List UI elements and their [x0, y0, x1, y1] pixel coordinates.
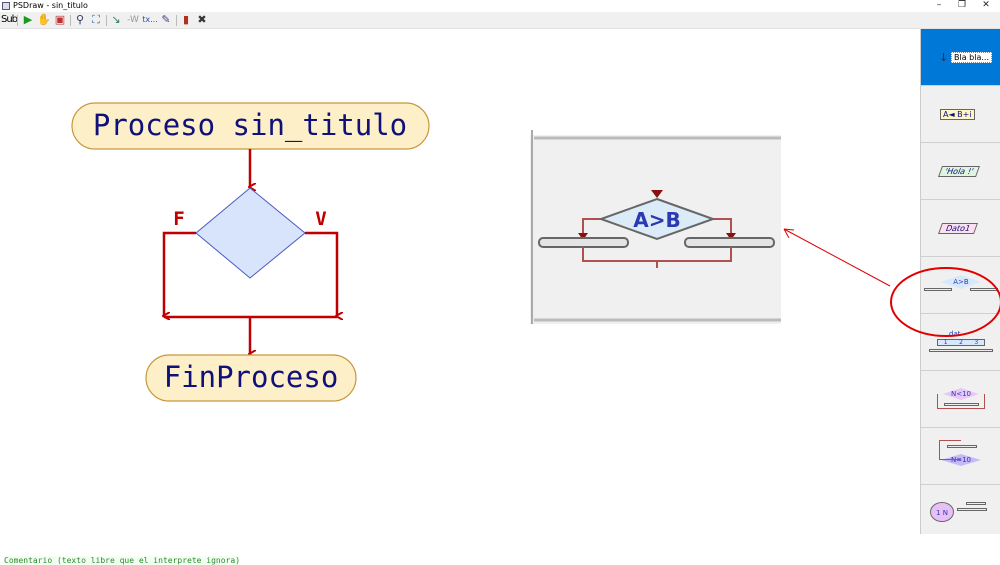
toolbar: Sub ▶ ✋ ▣ ⚲ ⛶ ↘ -W tx... ✎ ▮ ✖: [0, 12, 1000, 29]
false-branch-line: [164, 231, 196, 316]
window-title: PSDraw - sin_titulo: [13, 1, 88, 10]
true-label: V: [315, 208, 326, 230]
false-label: F: [173, 208, 184, 230]
true-branch-line: [305, 231, 337, 316]
maximize-button[interactable]: ❐: [957, 0, 967, 10]
diagram-canvas[interactable]: Proceso sin_titulo F V FinProceso A>B: [0, 29, 920, 565]
palette-label: N<10: [943, 388, 979, 400]
palette-label: A◄ B+i: [940, 109, 975, 120]
palette-read[interactable]: Dato1: [921, 200, 1000, 257]
instruction-palette: ↓ Bla bla... A◄ B+i 'Hola !' Dato1 A>B d…: [890, 29, 1000, 534]
annotation-arrow: [783, 228, 891, 287]
separator: [70, 15, 71, 26]
palette-label: A>B: [941, 275, 981, 289]
flowchart: Proceso sin_titulo F V FinProceso A>B: [71, 102, 891, 402]
palette-label: 'Hola !': [937, 166, 981, 177]
case-label: 1: [943, 339, 948, 346]
palette-while[interactable]: N<10: [921, 371, 1000, 428]
pen-icon[interactable]: ✎: [161, 13, 171, 26]
palette-switch[interactable]: dat 1 2 3: [921, 314, 1000, 371]
palette-comment[interactable]: ↓ Bla bla...: [921, 29, 1000, 86]
case-label: 2: [959, 339, 963, 346]
separator: [17, 15, 18, 26]
case-label: 3: [974, 339, 979, 346]
palette-label: Bla bla...: [951, 52, 992, 63]
fit-icon[interactable]: ⛶: [92, 13, 100, 26]
end-block[interactable]: [145, 354, 357, 402]
comment-tool-hint: Comentario (texto libre que el interpret…: [4, 556, 241, 565]
title-bar: PSDraw - sin_titulo – ❐ ✕: [0, 0, 1000, 12]
inset-image: A>B: [530, 130, 781, 324]
help-icon[interactable]: ▮: [182, 13, 190, 26]
decision-block[interactable]: [195, 187, 306, 279]
zoom-icon[interactable]: ⚲: [75, 13, 85, 26]
start-label: Proceso sin_titulo: [93, 108, 407, 143]
palette-label: dat: [949, 330, 961, 338]
palette-label: 1 N: [930, 502, 954, 522]
run-icon[interactable]: ▶: [23, 13, 33, 26]
palette-write[interactable]: 'Hola !': [921, 143, 1000, 200]
app-icon: [2, 2, 10, 10]
close-tool-icon[interactable]: ✖: [197, 13, 207, 26]
comment-icon[interactable]: -W: [127, 15, 139, 25]
arrow-down-icon: ↓: [939, 51, 949, 64]
palette-for[interactable]: 1 N: [921, 485, 1000, 542]
edit-flow-icon[interactable]: ↘: [111, 13, 121, 26]
palette-if[interactable]: A>B: [921, 257, 1000, 314]
inset-condition: A>B: [633, 208, 680, 232]
palette-repeat[interactable]: N=10: [921, 428, 1000, 485]
text-icon[interactable]: tx...: [142, 15, 158, 24]
save-icon[interactable]: ▣: [54, 13, 66, 26]
minimize-button[interactable]: –: [936, 0, 942, 10]
end-label: FinProceso: [164, 360, 339, 394]
palette-label: N=10: [941, 454, 981, 466]
step-icon[interactable]: ✋: [37, 13, 51, 26]
subprocess-button[interactable]: Sub: [1, 14, 18, 25]
separator: [106, 15, 107, 26]
separator: [176, 15, 177, 26]
palette-assignment[interactable]: A◄ B+i: [921, 86, 1000, 143]
palette-label: Dato1: [937, 223, 979, 234]
close-button[interactable]: ✕: [982, 0, 990, 10]
highlight-circle: [890, 267, 1000, 337]
